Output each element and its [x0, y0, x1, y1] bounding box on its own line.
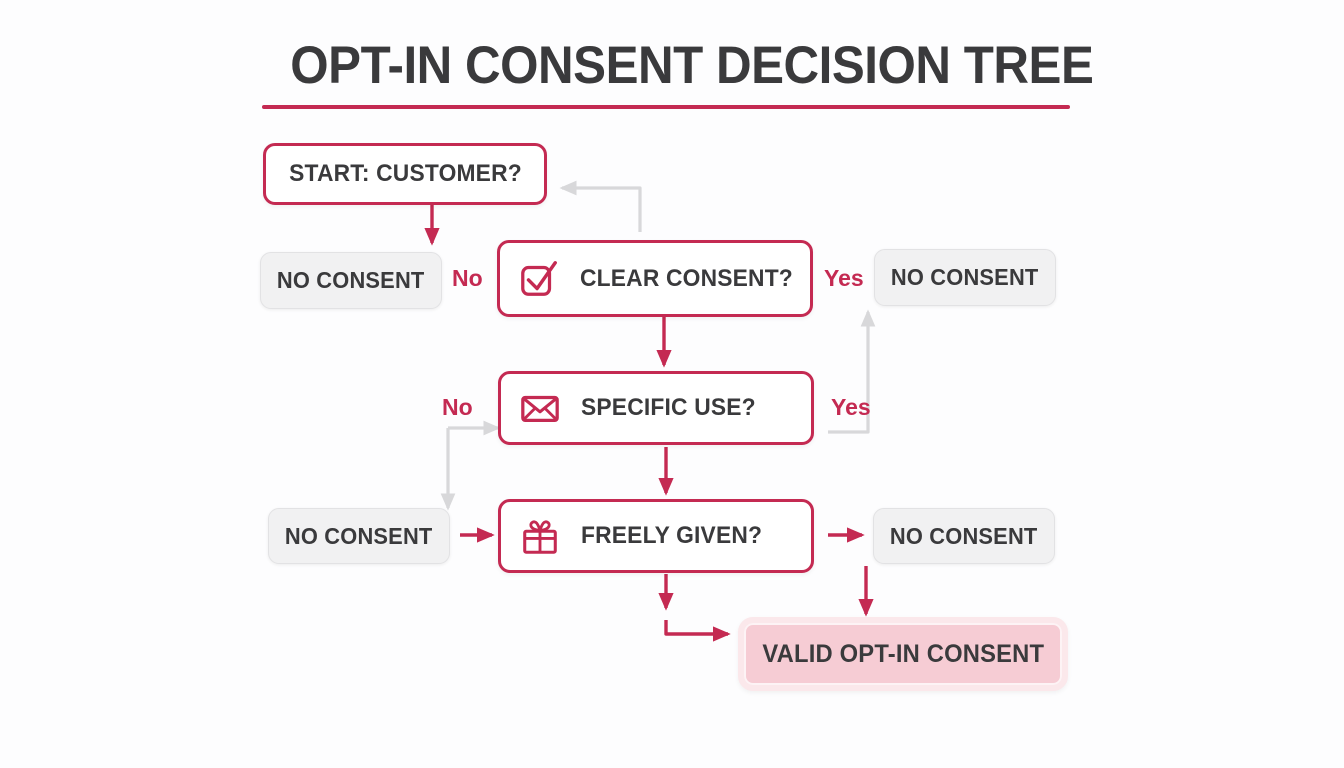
node-valid-opt-in-consent[interactable]: VALID OPT-IN CONSENT — [738, 617, 1068, 691]
node-label: CLEAR CONSENT? — [580, 264, 793, 292]
page-title: OPT-IN CONSENT DECISION TREE — [290, 36, 1094, 95]
node-label: NO CONSENT — [891, 264, 1039, 290]
node-label: NO CONSENT — [890, 522, 1038, 549]
node-no-consent-1[interactable]: NO CONSENT — [260, 252, 442, 309]
node-freely-given[interactable]: FREELY GIVEN? — [498, 499, 814, 573]
envelope-icon — [521, 395, 559, 423]
node-no-consent-2[interactable]: NO CONSENT — [874, 249, 1056, 306]
node-no-consent-4[interactable]: NO CONSENT — [873, 508, 1055, 564]
node-label: START: CUSTOMER? — [288, 160, 522, 187]
node-label: NO CONSENT — [285, 522, 433, 549]
edge-specific-use-no-to-no-consent-3 — [440, 420, 501, 511]
node-label: FREELY GIVEN? — [581, 522, 763, 549]
node-no-consent-3[interactable]: NO CONSENT — [268, 508, 450, 564]
branch-label-clear-consent-no: No — [452, 265, 483, 291]
edge-clear-consent-to-start — [559, 180, 642, 232]
title-block: OPT-IN CONSENT DECISION TREE — [262, 36, 1094, 109]
branch-label-specific-use-no: No — [442, 394, 473, 420]
node-start-customer[interactable]: START: CUSTOMER? — [263, 143, 547, 205]
node-label: SPECIFIC USE? — [581, 394, 756, 421]
checkbox-check-icon — [521, 260, 557, 296]
title-underline — [262, 104, 1070, 109]
node-specific-use[interactable]: SPECIFIC USE? — [498, 371, 814, 445]
node-clear-consent[interactable]: CLEAR CONSENT? — [497, 240, 813, 317]
node-label: NO CONSENT — [277, 267, 425, 293]
branch-label-specific-use-yes: Yes — [831, 394, 871, 420]
branch-label-clear-consent-yes: Yes — [824, 265, 864, 291]
final-box-inner: VALID OPT-IN CONSENT — [744, 623, 1062, 685]
gift-icon — [523, 520, 557, 554]
node-label: VALID OPT-IN CONSENT — [762, 639, 1044, 668]
edge-freely-given-to-valid-consent — [658, 574, 731, 642]
